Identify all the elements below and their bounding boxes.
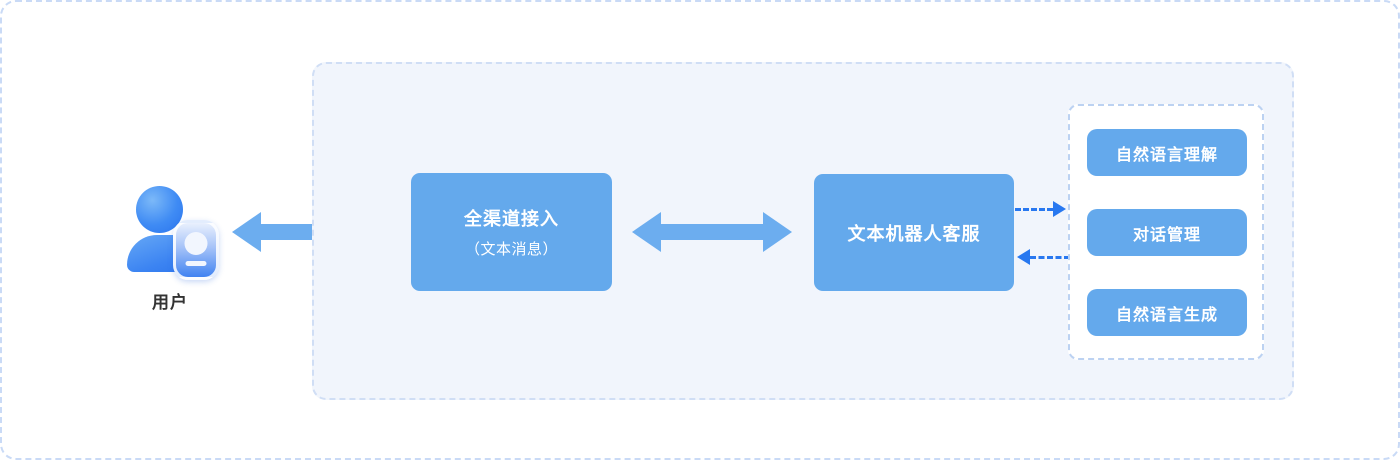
dashed-line <box>1015 207 1053 211</box>
nlp-item-nlg: 自然语言生成 <box>1087 289 1247 336</box>
channel-access-node: 全渠道接入 （文本消息） <box>411 173 612 291</box>
nlp-group: 自然语言理解 对话管理 自然语言生成 <box>1068 104 1264 360</box>
contact-card-text-bar <box>185 261 207 266</box>
user-icon <box>127 186 219 280</box>
nlp-item-dialog-management: 对话管理 <box>1087 209 1247 256</box>
contact-card-icon <box>173 220 219 280</box>
dashed-line <box>1030 255 1070 259</box>
contact-card-avatar-dot <box>184 232 208 255</box>
text-bot-title: 文本机器人客服 <box>847 223 981 244</box>
channel-access-title: 全渠道接入 <box>464 209 559 229</box>
channel-access-subtitle: （文本消息） <box>464 241 558 258</box>
double-arrow-channel-bot-icon <box>632 212 792 252</box>
arrow-shaft <box>661 224 763 240</box>
user-figure: 用户 <box>124 186 219 313</box>
user-label: 用户 <box>152 293 188 312</box>
arrow-left-head <box>632 212 661 252</box>
arrow-right-head <box>1053 201 1066 217</box>
dashed-arrow-to-nlp-icon <box>1015 201 1066 217</box>
text-bot-node: 文本机器人客服 <box>814 174 1014 291</box>
dashed-arrow-from-nlp-icon <box>1017 249 1070 265</box>
nlp-item-nlu: 自然语言理解 <box>1087 129 1247 176</box>
arrow-left-head <box>1017 249 1030 265</box>
arrow-left-head <box>232 212 261 252</box>
arrow-right-head <box>763 212 792 252</box>
